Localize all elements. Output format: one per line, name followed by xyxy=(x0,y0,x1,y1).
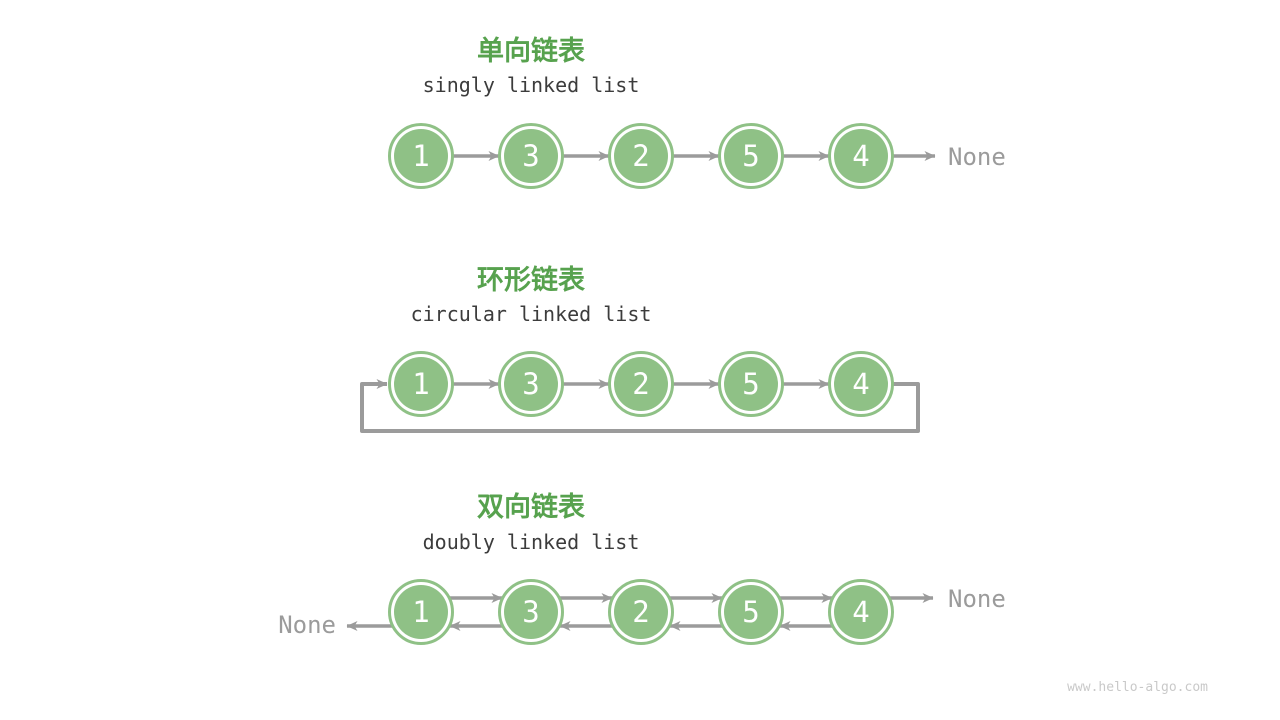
list-node: 2 xyxy=(608,579,674,645)
node-circle xyxy=(504,357,558,411)
node-value: 4 xyxy=(852,139,869,173)
node-outer-ring xyxy=(608,123,674,189)
node-outer-ring xyxy=(828,123,894,189)
node-outer-ring xyxy=(388,579,454,645)
circular-linked-list-section: 环形链表 circular linked list 1 3 2 5 xyxy=(360,264,920,433)
node-value: 5 xyxy=(742,367,759,401)
section-subtitle: doubly linked list xyxy=(423,530,640,554)
section-title: 双向链表 xyxy=(477,491,585,523)
watermark: www.hello-algo.com xyxy=(1067,680,1208,695)
node-outer-ring xyxy=(828,351,894,417)
list-node: 3 xyxy=(498,351,564,417)
list-node: 1 xyxy=(388,351,454,417)
node-value: 3 xyxy=(522,139,539,173)
list-node: 1 xyxy=(388,123,454,189)
node-value: 4 xyxy=(852,367,869,401)
node-outer-ring xyxy=(608,579,674,645)
none-label: None xyxy=(278,611,336,639)
list-node: 5 xyxy=(718,579,784,645)
list-node: 4 xyxy=(828,123,894,189)
node-value: 1 xyxy=(412,367,429,401)
node-value: 2 xyxy=(632,139,649,173)
node-circle xyxy=(504,129,558,183)
none-label: None xyxy=(948,143,1006,171)
node-circle xyxy=(834,129,888,183)
node-outer-ring xyxy=(498,123,564,189)
node-circle xyxy=(724,357,778,411)
node-outer-ring xyxy=(498,579,564,645)
doubly-linked-list-section: 双向链表 doubly linked list 1 3 2 xyxy=(278,491,1006,645)
node-circle xyxy=(614,129,668,183)
section-subtitle: singly linked list xyxy=(423,73,640,97)
node-circle xyxy=(504,585,558,639)
loop-back-arrow xyxy=(360,379,920,433)
node-outer-ring xyxy=(828,579,894,645)
node-circle xyxy=(724,129,778,183)
section-title: 环形链表 xyxy=(477,264,585,296)
node-circle xyxy=(834,585,888,639)
node-value: 1 xyxy=(412,139,429,173)
node-outer-ring xyxy=(608,351,674,417)
node-circle xyxy=(614,585,668,639)
list-node: 5 xyxy=(718,123,784,189)
node-outer-ring xyxy=(388,123,454,189)
node-outer-ring xyxy=(498,351,564,417)
node-value: 1 xyxy=(412,595,429,629)
list-node: 5 xyxy=(718,351,784,417)
list-node: 2 xyxy=(608,351,674,417)
node-circle xyxy=(394,129,448,183)
list-node: 1 xyxy=(388,579,454,645)
node-value: 3 xyxy=(522,367,539,401)
node-circle xyxy=(394,585,448,639)
node-circle xyxy=(614,357,668,411)
singly-linked-list-section: 单向链表 singly linked list 1 3 2 5 xyxy=(388,35,1006,189)
node-circle xyxy=(724,585,778,639)
node-value: 3 xyxy=(522,595,539,629)
list-node: 3 xyxy=(498,579,564,645)
none-label: None xyxy=(948,585,1006,613)
list-node: 4 xyxy=(828,351,894,417)
node-outer-ring xyxy=(718,123,784,189)
list-node: 3 xyxy=(498,123,564,189)
node-outer-ring xyxy=(718,351,784,417)
node-value: 2 xyxy=(632,367,649,401)
node-value: 5 xyxy=(742,595,759,629)
node-outer-ring xyxy=(718,579,784,645)
section-title: 单向链表 xyxy=(477,35,585,67)
node-value: 5 xyxy=(742,139,759,173)
node-outer-ring xyxy=(388,351,454,417)
node-circle xyxy=(394,357,448,411)
node-value: 2 xyxy=(632,595,649,629)
list-node: 4 xyxy=(828,579,894,645)
list-node: 2 xyxy=(608,123,674,189)
node-circle xyxy=(834,357,888,411)
node-value: 4 xyxy=(852,595,869,629)
section-subtitle: circular linked list xyxy=(411,302,652,326)
